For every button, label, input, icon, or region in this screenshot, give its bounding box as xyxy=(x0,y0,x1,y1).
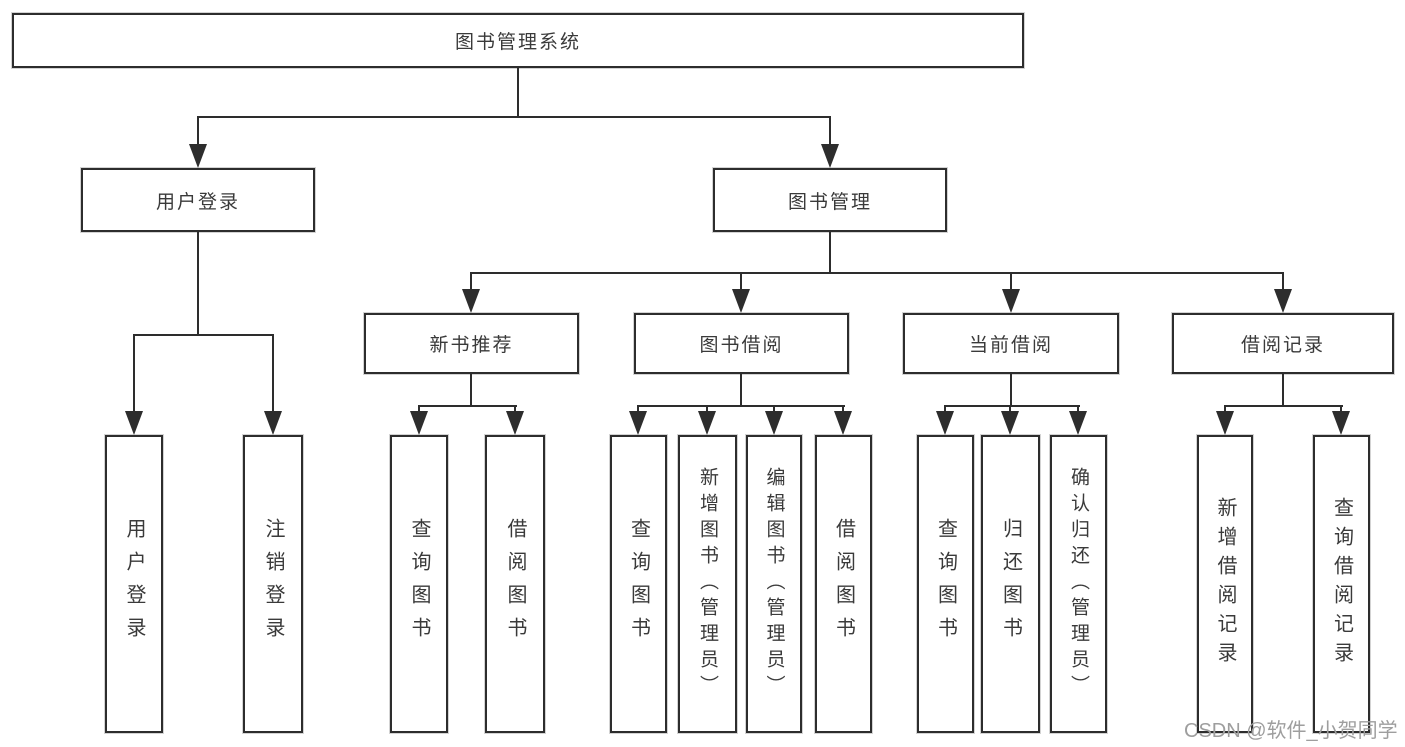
arrowhead-leaf-logout xyxy=(264,411,282,435)
leaf-query-books-current: 查询图书 xyxy=(917,435,974,733)
leaf-label: 查询图书 xyxy=(408,518,430,650)
arrowhead-leaf xyxy=(1332,411,1350,435)
leaf-label: 注销登录 xyxy=(262,518,284,650)
connector-current-stem xyxy=(1010,374,1012,407)
connector-drop-leaf-logout xyxy=(272,334,274,414)
connector-drop xyxy=(706,405,708,415)
leaf-borrow-books-recommend: 借阅图书 xyxy=(485,435,545,733)
leaf-label: 查询图书 xyxy=(934,518,957,650)
connector-drop xyxy=(418,405,420,415)
leaf-borrow-books: 借阅图书 xyxy=(815,435,872,733)
arrowhead-leaf-login xyxy=(125,411,143,435)
leaf-label: 借阅图书 xyxy=(832,518,855,650)
node-current-borrow: 当前借阅 xyxy=(903,313,1119,374)
connector-drop xyxy=(944,405,946,415)
node-user-login: 用户登录 xyxy=(81,168,315,232)
arrowhead-borrow-records xyxy=(1274,289,1292,313)
connector-login-split xyxy=(133,334,274,336)
node-book-management: 图书管理 xyxy=(713,168,947,232)
leaf-confirm-return-admin: 确认归还（管理员） xyxy=(1050,435,1107,733)
arrowhead-leaf xyxy=(698,411,716,435)
leaf-edit-books-admin: 编辑图书（管理员） xyxy=(746,435,802,733)
connector-drop-current-borrow xyxy=(1010,272,1012,292)
arrowhead-leaf xyxy=(834,411,852,435)
leaf-label: 用户登录 xyxy=(123,518,145,650)
leaf-label: 确认归还（管理员） xyxy=(1068,467,1089,701)
leaf-label: 查询图书 xyxy=(627,518,650,650)
arrowhead-book-borrow xyxy=(732,289,750,313)
leaf-query-books-borrow: 查询图书 xyxy=(610,435,667,733)
arrowhead-current-borrow xyxy=(1002,289,1020,313)
arrowhead-new-book xyxy=(462,289,480,313)
arrowhead-leaf xyxy=(1001,411,1019,435)
connector-login-stem xyxy=(197,232,199,336)
node-label: 当前借阅 xyxy=(968,335,1053,356)
connector-drop-user-login xyxy=(197,116,199,148)
arrowhead-leaf xyxy=(936,411,954,435)
leaf-label: 新增图书（管理员） xyxy=(697,467,718,701)
node-new-book-recommend: 新书推荐 xyxy=(364,313,579,374)
node-book-borrow: 图书借阅 xyxy=(634,313,849,374)
arrowhead-leaf xyxy=(1216,411,1234,435)
leaf-user-login: 用户登录 xyxy=(105,435,163,733)
connector-drop-leaf-login xyxy=(133,334,135,414)
node-root-library-system: 图书管理系统 xyxy=(12,13,1024,68)
node-label: 用户登录 xyxy=(155,191,240,213)
arrowhead-leaf xyxy=(1069,411,1087,435)
leaf-return-books: 归还图书 xyxy=(981,435,1040,733)
arrowhead-book-mgmt xyxy=(821,144,839,168)
node-label: 图书管理 xyxy=(787,191,872,213)
leaf-add-borrow-record: 新增借阅记录 xyxy=(1197,435,1253,733)
connector-newbook-split xyxy=(418,405,517,407)
node-label: 借阅记录 xyxy=(1240,335,1325,356)
arrowhead-leaf xyxy=(765,411,783,435)
connector-records-stem xyxy=(1282,374,1284,407)
leaf-label: 查询借阅记录 xyxy=(1330,497,1353,671)
node-label: 图书借阅 xyxy=(699,335,784,356)
connector-drop-book-mgmt xyxy=(829,116,831,148)
connector-borrow-split xyxy=(637,405,845,407)
arrowhead-leaf xyxy=(629,411,647,435)
leaf-logout: 注销登录 xyxy=(243,435,303,733)
connector-mgmt-split xyxy=(470,272,1284,274)
leaf-label: 编辑图书（管理员） xyxy=(763,467,785,701)
node-label: 图书管理系统 xyxy=(454,32,581,53)
connector-current-split xyxy=(944,405,1080,407)
connector-newbook-stem xyxy=(470,374,472,407)
connector-drop xyxy=(1009,405,1011,415)
connector-drop-book-borrow xyxy=(740,272,742,292)
leaf-label: 借阅图书 xyxy=(504,518,526,650)
connector-root-split xyxy=(197,116,831,118)
leaf-add-books-admin: 新增图书（管理员） xyxy=(678,435,737,733)
connector-mgmt-stem xyxy=(829,232,831,274)
connector-drop xyxy=(514,405,516,415)
leaf-query-books-recommend: 查询图书 xyxy=(390,435,448,733)
node-label: 新书推荐 xyxy=(429,335,514,356)
csdn-watermark: CSDN @软件_小贺同学 xyxy=(1184,720,1398,742)
arrowhead-leaf xyxy=(410,411,428,435)
connector-drop xyxy=(773,405,775,415)
connector-drop xyxy=(1077,405,1079,415)
connector-borrow-stem xyxy=(740,374,742,407)
leaf-query-borrow-record: 查询借阅记录 xyxy=(1313,435,1370,733)
connector-drop xyxy=(1224,405,1226,415)
leaf-label: 归还图书 xyxy=(999,518,1022,650)
connector-drop-borrow-records xyxy=(1282,272,1284,292)
connector-drop xyxy=(637,405,639,415)
node-borrow-records: 借阅记录 xyxy=(1172,313,1394,374)
connector-root-stem xyxy=(517,68,519,118)
leaf-label: 新增借阅记录 xyxy=(1214,497,1236,671)
connector-records-split xyxy=(1224,405,1343,407)
connector-drop-new-book xyxy=(470,272,472,292)
arrowhead-leaf xyxy=(506,411,524,435)
connector-drop xyxy=(1340,405,1342,415)
arrowhead-user-login xyxy=(189,144,207,168)
connector-drop xyxy=(842,405,844,415)
